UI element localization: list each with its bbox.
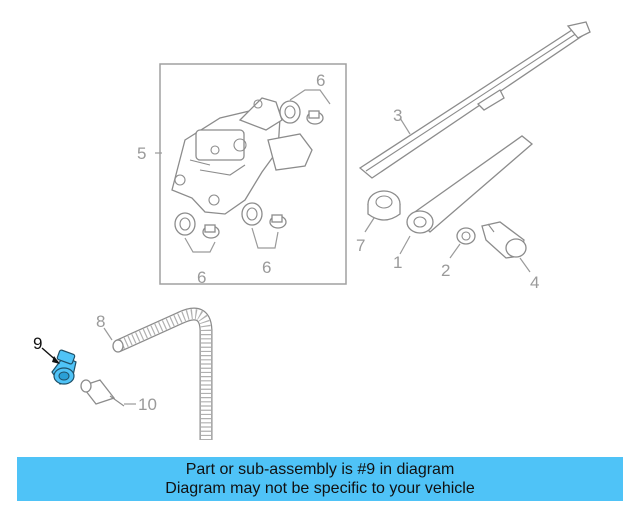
wiper-arm-drawing: [399, 135, 534, 255]
callout-1: 1: [393, 253, 402, 272]
grommet-lower-left: [174, 212, 220, 239]
banner-line-1: Part or sub-assembly is #9 in diagram: [185, 461, 455, 478]
callout-6-left: 6: [197, 268, 206, 287]
arm-cap-drawing: [364, 190, 401, 233]
callout-6-top: 6: [316, 71, 325, 90]
info-banner: Part or sub-assembly is #9 in diagram Di…: [17, 457, 623, 501]
callout-3: 3: [393, 106, 402, 125]
motor-assembly-frame: [159, 63, 347, 285]
callout-6-right: 6: [262, 258, 271, 277]
callout-10: 10: [138, 395, 157, 414]
grommet-lower-right: [241, 202, 287, 229]
grommet-upper: [279, 100, 324, 125]
motor-assembly-group: [155, 63, 347, 285]
wiper-motor-drawing: [171, 97, 313, 215]
wiper-blade-drawing: [358, 21, 591, 179]
callout-7: 7: [356, 236, 365, 255]
banner-line-2: Diagram may not be specific to your vehi…: [165, 480, 475, 497]
callout-5: 5: [137, 144, 146, 163]
callout-4: 4: [530, 273, 539, 292]
nut-drawing: [449, 227, 476, 259]
callout-9: 9: [33, 334, 42, 353]
callout-8: 8: [96, 312, 105, 331]
callout-2: 2: [441, 261, 450, 280]
washer-hose-drawing: [103, 307, 213, 440]
check-valve-drawing: [80, 379, 136, 407]
washer-nozzle-drawing: [481, 221, 531, 273]
connector-part-9[interactable]: [41, 347, 77, 385]
